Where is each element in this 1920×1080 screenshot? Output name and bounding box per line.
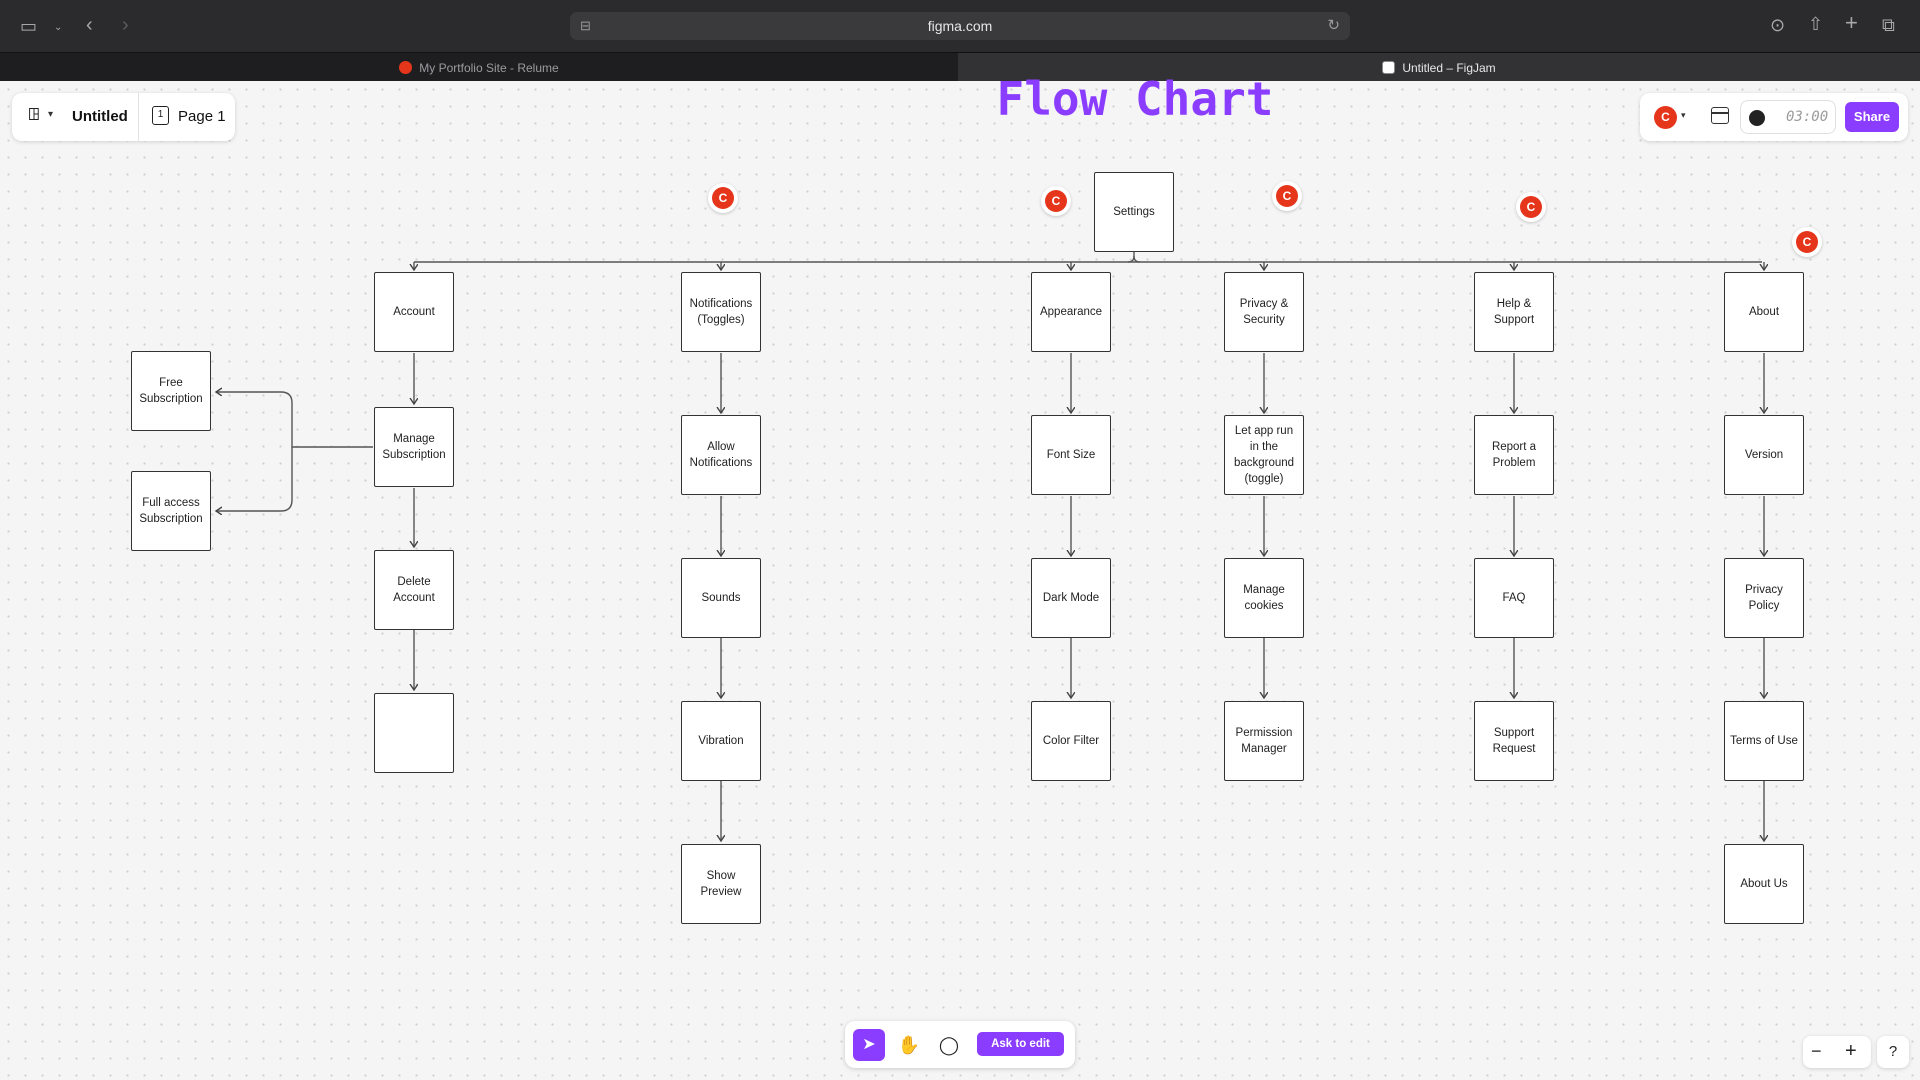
layout-icon[interactable] xyxy=(1711,107,1729,124)
hand-tool-icon[interactable]: ✋ xyxy=(897,1035,921,1055)
avatar: C xyxy=(1520,196,1542,218)
board-title[interactable]: Flow Chart xyxy=(996,72,1274,126)
back-icon[interactable]: ‹ xyxy=(86,14,93,36)
reload-icon[interactable]: ↻ xyxy=(1327,17,1340,34)
avatar: C xyxy=(712,187,734,209)
chevron-down-icon[interactable]: ▾ xyxy=(1681,110,1686,120)
share-button[interactable]: Share xyxy=(1845,102,1899,132)
node-empty[interactable] xyxy=(374,693,454,773)
node-support-request[interactable]: Support Request xyxy=(1474,701,1554,781)
share-icon[interactable]: ⇧ xyxy=(1808,14,1824,34)
node-sounds[interactable]: Sounds xyxy=(681,558,761,638)
timer[interactable]: 03:00 xyxy=(1740,100,1836,134)
node-permission-manager[interactable]: Permission Manager xyxy=(1224,701,1304,781)
comment-tool-icon[interactable]: ◯ xyxy=(938,1035,960,1055)
collaborator-cursor: C xyxy=(1792,227,1822,257)
node-privacy-security[interactable]: Privacy & Security xyxy=(1224,272,1304,352)
node-terms-of-use[interactable]: Terms of Use xyxy=(1724,701,1804,781)
zoom-controls: − + xyxy=(1803,1036,1871,1068)
collaborator-cursor: C xyxy=(1041,186,1071,216)
page-selector[interactable]: Page 1 xyxy=(178,108,226,125)
file-title[interactable]: Untitled xyxy=(72,108,128,125)
node-privacy-policy[interactable]: Privacy Policy xyxy=(1724,558,1804,638)
node-dark-mode[interactable]: Dark Mode xyxy=(1031,558,1111,638)
avatar: C xyxy=(1276,185,1298,207)
avatar: C xyxy=(1045,190,1067,212)
browser-toolbar: ▭ ⌄ ‹ › ⊟ figma.com ↻ ⊙ ⇧ + ⧉ xyxy=(0,0,1920,52)
address-bar[interactable]: ⊟ figma.com ↻ xyxy=(570,12,1350,40)
zoom-in-icon[interactable]: + xyxy=(1845,1040,1857,1062)
node-faq[interactable]: FAQ xyxy=(1474,558,1554,638)
node-settings[interactable]: Settings xyxy=(1094,172,1174,252)
node-version[interactable]: Version xyxy=(1724,415,1804,495)
avatar[interactable]: C xyxy=(1654,106,1677,129)
relume-favicon-icon xyxy=(399,61,413,74)
node-delete-account[interactable]: Delete Account xyxy=(374,550,454,630)
figjam-canvas[interactable] xyxy=(0,81,1920,1080)
tab-figjam[interactable]: Untitled – FigJam xyxy=(958,53,1920,82)
node-appearance[interactable]: Appearance xyxy=(1031,272,1111,352)
node-full-access-subscription[interactable]: Full access Subscription xyxy=(131,471,211,551)
node-background-toggle[interactable]: Let app run in the background (toggle) xyxy=(1224,415,1304,495)
figma-favicon-icon xyxy=(1382,61,1396,74)
tab-label: My Portfolio Site - Relume xyxy=(419,60,559,75)
node-about-us[interactable]: About Us xyxy=(1724,844,1804,924)
timer-icon xyxy=(1749,110,1765,126)
page-settings-icon[interactable]: ⊟ xyxy=(580,18,591,33)
collaborator-cursor: C xyxy=(1272,181,1302,211)
node-notifications[interactable]: Notifications (Toggles) xyxy=(681,272,761,352)
zoom-out-icon[interactable]: − xyxy=(1811,1041,1822,1061)
ask-to-edit-button[interactable]: Ask to edit xyxy=(977,1032,1064,1056)
figma-menu-icon[interactable]: ꖸ xyxy=(28,107,40,124)
node-account[interactable]: Account xyxy=(374,272,454,352)
node-manage-subscription[interactable]: Manage Subscription xyxy=(374,407,454,487)
timer-value: 03:00 xyxy=(1786,109,1829,125)
chevron-down-icon[interactable]: ⌄ xyxy=(54,22,63,33)
node-manage-cookies[interactable]: Manage cookies xyxy=(1224,558,1304,638)
tab-bar: My Portfolio Site - Relume Untitled – Fi… xyxy=(0,52,1920,82)
page-icon: 1 xyxy=(152,106,169,125)
download-icon[interactable]: ⊙ xyxy=(1770,15,1786,35)
new-tab-icon[interactable]: + xyxy=(1845,10,1858,35)
node-free-subscription[interactable]: Free Subscription xyxy=(131,351,211,431)
node-help-support[interactable]: Help & Support xyxy=(1474,272,1554,352)
collaboration-panel: C ▾ 03:00 Share xyxy=(1640,93,1908,141)
tab-label: Untitled – FigJam xyxy=(1402,60,1496,75)
node-show-preview[interactable]: Show Preview xyxy=(681,844,761,924)
tab-portfolio[interactable]: My Portfolio Site - Relume xyxy=(0,53,958,82)
node-report-problem[interactable]: Report a Problem xyxy=(1474,415,1554,495)
url-text: figma.com xyxy=(927,18,993,34)
select-tool-icon[interactable]: ➤ xyxy=(853,1029,885,1061)
forward-icon[interactable]: › xyxy=(122,14,129,36)
node-allow-notifications[interactable]: Allow Notifications xyxy=(681,415,761,495)
sidebar-toggle-icon[interactable]: ▭ xyxy=(20,16,38,36)
collaborator-cursor: C xyxy=(708,183,738,213)
node-about[interactable]: About xyxy=(1724,272,1804,352)
divider xyxy=(138,93,139,141)
node-vibration[interactable]: Vibration xyxy=(681,701,761,781)
collaborator-cursor: C xyxy=(1516,192,1546,222)
tab-overview-icon[interactable]: ⧉ xyxy=(1882,15,1895,35)
help-icon[interactable]: ? xyxy=(1877,1036,1909,1068)
node-font-size[interactable]: Font Size xyxy=(1031,415,1111,495)
node-color-filter[interactable]: Color Filter xyxy=(1031,701,1111,781)
avatar: C xyxy=(1796,231,1818,253)
file-panel: ꖸ ▾ Untitled 1 Page 1 xyxy=(12,93,235,141)
chevron-down-icon[interactable]: ▾ xyxy=(48,109,54,120)
bottom-toolbar: ➤ ✋ ◯ Ask to edit xyxy=(845,1021,1075,1068)
